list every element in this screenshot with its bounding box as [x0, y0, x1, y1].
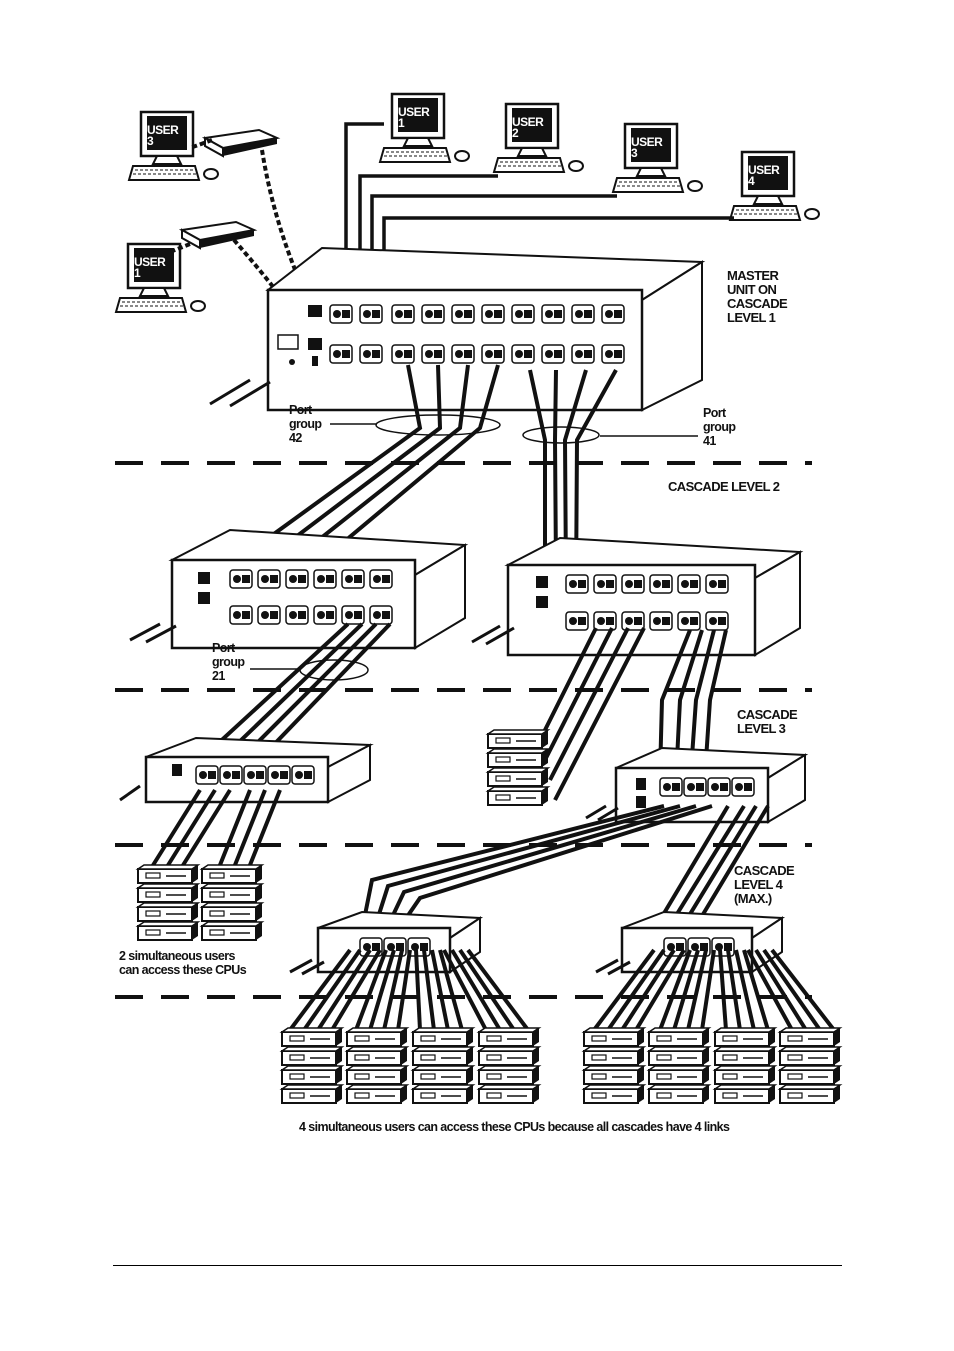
- cables-level3-right: [360, 804, 770, 932]
- cpu-stack-bottom-4: [479, 1028, 539, 1103]
- level2-unit-right: [504, 536, 804, 657]
- cpu-stack-bottom-7: [715, 1028, 775, 1103]
- cpu-stack-bottom-3: [413, 1028, 473, 1103]
- port-group-21-ellipse: [299, 659, 369, 681]
- master-power-plug: [209, 378, 271, 408]
- level2-unit-left: [168, 528, 469, 650]
- cables-level4-right: [592, 948, 836, 1032]
- level3-unit-left: [144, 736, 374, 804]
- cables-level4-left: [288, 948, 530, 1032]
- cpu-stack-level3-a: [138, 865, 198, 940]
- cpu-stack-bottom-5: [584, 1028, 644, 1103]
- level3-cpu-stack: [488, 730, 548, 805]
- master-unit: [265, 246, 706, 412]
- level2-power-plugs: [129, 622, 515, 646]
- extender-top: [204, 129, 278, 157]
- cpu-stack-bottom-6: [649, 1028, 709, 1103]
- level3-power-plugs: [119, 784, 619, 822]
- cpu-stack-bottom-8: [780, 1028, 840, 1103]
- cables-pg42: [236, 364, 500, 594]
- level-separators: [115, 461, 812, 999]
- extender-mid: [181, 221, 255, 249]
- label-cascade-level-2: CASCADE LEVEL 2: [668, 479, 780, 494]
- cables-level3-left: [148, 788, 282, 872]
- level4-power-plugs: [289, 958, 631, 976]
- label-four-users: 4 simultaneous users can access these CP…: [299, 1120, 730, 1134]
- footer-rule: [113, 1265, 842, 1266]
- cpu-stack-bottom-1: [282, 1028, 342, 1103]
- port-group-41-ellipse: [522, 426, 600, 444]
- cpu-stack-bottom-2: [347, 1028, 407, 1103]
- cpu-stack-level3-b: [202, 865, 262, 940]
